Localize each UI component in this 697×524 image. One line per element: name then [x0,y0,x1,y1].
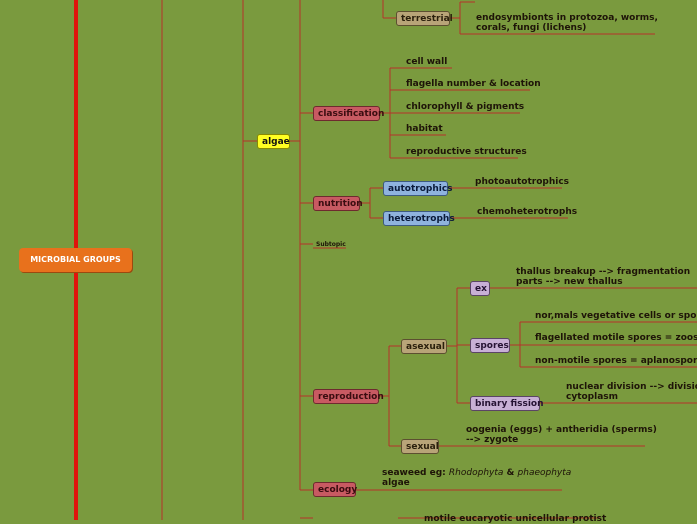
sexual-text-line-2: --> zygote [466,435,519,445]
binary-text-line-2: cytoplasm [566,392,619,402]
subtopic-label[interactable]: Subtopic [316,241,346,248]
bottom-partial-text: motile eucaryotic unicellular protist [424,514,607,524]
class-item-cell-wall: cell wall [406,57,448,67]
central-topic[interactable]: MICROBIAL GROUPS [19,248,132,272]
topic-classification[interactable]: classification [313,106,384,121]
endosymbionts-text: endosymbionts in protozoa, worms, corals… [476,13,658,33]
class-item-habitat: habitat [406,124,443,134]
class-item-reproductive-structures: reproductive structures [406,147,527,157]
sexual-text-line-1: oogenia (eggs) + antheridia (sperms) [466,425,657,435]
ex-text: thallus breakup --> fragmentation parts … [516,267,690,287]
seaweed-line-2: algae [382,478,410,488]
topic-binary-fission[interactable]: binary fission [470,396,544,411]
seaweed-rhodophyta: Rhodophyta [448,468,504,478]
seaweed-text: seaweed eg: Rhodophyta & phaeophyta alga… [382,468,571,488]
topic-algae[interactable]: algae [257,134,290,149]
endosymbionts-line-1: endosymbionts in protozoa, worms, [476,13,658,23]
topic-terrestrial[interactable]: terrestrial [396,11,453,26]
chemoheterotrophs-text: chemoheterotrophs [477,207,578,217]
spores-item-zoospore: flagellated motile spores = zoospore [535,333,697,343]
seaweed-and: & [503,468,518,478]
class-item-chlorophyll: chlorophyll & pigments [406,102,525,112]
topic-nutrition[interactable]: nutrition [313,196,363,211]
topic-reproduction[interactable]: reproduction [313,389,384,404]
binary-text-line-1: nuclear division --> division o [566,382,697,392]
topic-autotrophics[interactable]: autotrophics [383,181,453,196]
topic-ecology[interactable]: ecology [313,482,357,497]
topic-asexual[interactable]: asexual [401,339,447,354]
topic-sexual[interactable]: sexual [401,439,439,454]
spores-item-vegetative: nor,mals vegetative cells or sporang [535,311,697,321]
endosymbionts-line-2: corals, fungi (lichens) [476,23,587,33]
ex-text-line-2: parts --> new thallus [516,277,623,287]
seaweed-phaeophyta: phaeophyta [517,468,572,478]
ex-text-line-1: thallus breakup --> fragmentation [516,267,691,277]
topic-ex[interactable]: ex [470,281,490,296]
seaweed-line-1: seaweed eg: Rhodophyta & phaeophyta [382,468,571,478]
spores-item-aplanospores: non-motile spores = aplanospores [535,356,697,366]
binary-fission-text: nuclear division --> division o cytoplas… [566,382,697,402]
sexual-text: oogenia (eggs) + antheridia (sperms) -->… [466,425,657,445]
seaweed-prefix: seaweed eg: [382,468,449,478]
topic-heterotrophs[interactable]: heterotrophs [383,211,455,226]
class-item-flagella: flagella number & location [406,79,541,89]
photoautotrophics-text: photoautotrophics [475,177,570,187]
topic-spores[interactable]: spores [470,338,510,353]
